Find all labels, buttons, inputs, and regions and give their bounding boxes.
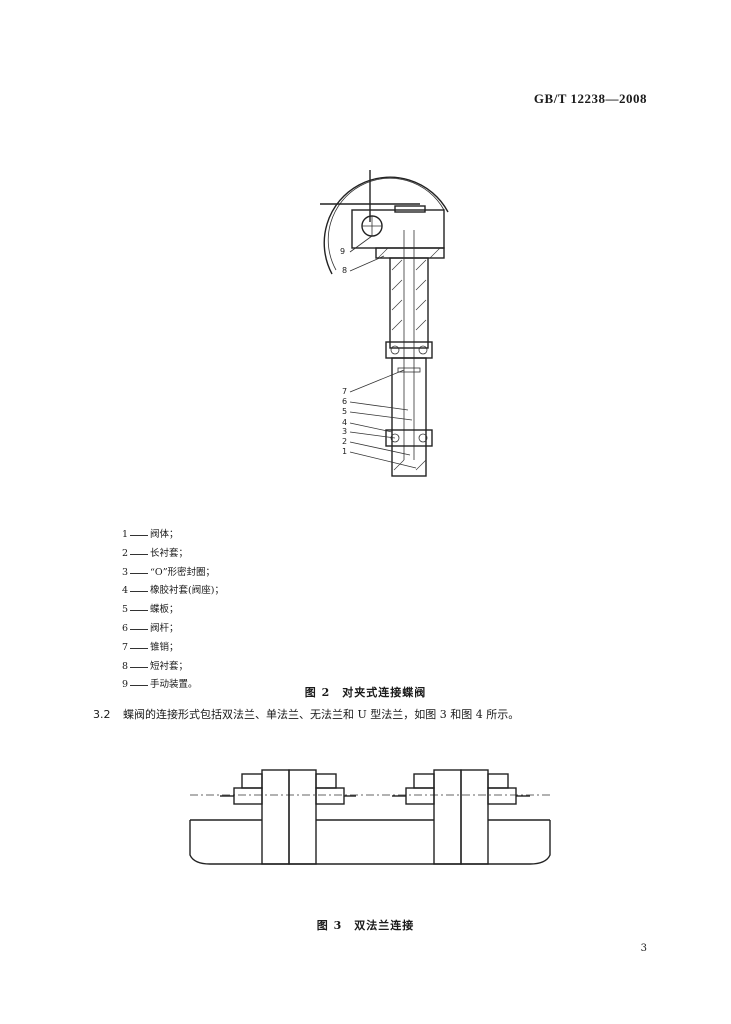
- figure-2-drawing: 9 8 7 6 5 4 3 2 1: [320, 170, 449, 477]
- legend-item: 3“O”形密封圈；: [122, 566, 216, 578]
- callout-4: 4: [342, 418, 347, 427]
- callout-7: 7: [342, 387, 347, 396]
- figure-2-caption: 图 2 对夹式连接蝶阀: [304, 686, 427, 699]
- section-text: 蝶阀的连接形式包括双法兰、单法兰、无法兰和 U 型法兰，如图 3 和图 4 所示…: [123, 708, 520, 721]
- callout-3: 3: [342, 427, 347, 436]
- callout-6: 6: [342, 397, 347, 406]
- callout-5: 5: [342, 407, 347, 416]
- callout-8: 8: [342, 266, 347, 275]
- figure-3-caption: 图 3 双法兰连接: [316, 919, 415, 932]
- callout-9: 9: [340, 247, 345, 256]
- figure-3-drawing: [189, 769, 551, 865]
- section-number: 3.2: [93, 708, 111, 721]
- callout-2: 2: [342, 437, 347, 446]
- page-number: 3: [640, 943, 647, 954]
- callout-1: 1: [342, 447, 347, 456]
- section-3-2-paragraph: 3.2 蝶阀的连接形式包括双法兰、单法兰、无法兰和 U 型法兰，如图 3 和图 4…: [93, 706, 519, 722]
- standard-number: GB/T 12238—2008: [533, 91, 647, 106]
